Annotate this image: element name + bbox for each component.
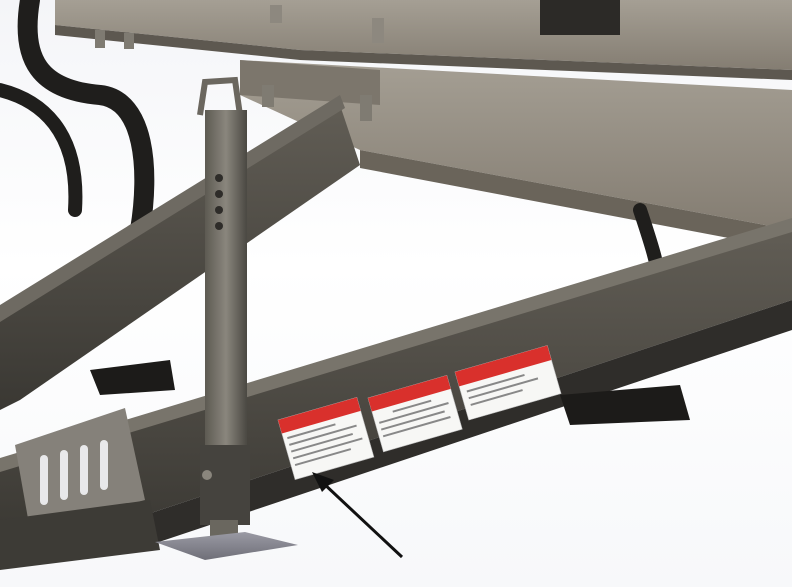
label-2-text-block-1 xyxy=(392,399,432,413)
jack-pin-hole-4 xyxy=(215,222,223,230)
diagonal-brace-left-top xyxy=(0,95,345,322)
bolt-1 xyxy=(95,30,105,48)
label-2-header xyxy=(368,375,451,412)
ground-shadow-2 xyxy=(560,385,690,425)
label-1-text-block-2 xyxy=(289,424,357,446)
label-1-text-block-5 xyxy=(294,448,352,466)
jack-upper-tube xyxy=(205,110,247,470)
deck-bracket xyxy=(240,60,380,105)
lower-left-frame xyxy=(0,500,160,570)
safety-label-1 xyxy=(277,397,375,480)
hose-2 xyxy=(0,83,83,217)
jack-pin-hole-2 xyxy=(215,190,223,198)
deck-rail-edge xyxy=(55,25,792,80)
deck-end-block xyxy=(540,0,620,35)
jack-lower-tube xyxy=(200,445,250,525)
bolt-6 xyxy=(262,85,274,107)
bolt-4 xyxy=(372,18,384,43)
label-3-text-block-2 xyxy=(468,377,539,400)
hitch-slot-4 xyxy=(100,440,108,490)
jack-pin-hole-3 xyxy=(215,206,223,214)
ground-shadow-1 xyxy=(90,360,175,395)
label-2-text-block-2 xyxy=(379,402,449,424)
label-2-text-block-4 xyxy=(382,416,451,438)
label-3-text-block-1 xyxy=(466,373,525,393)
jack-foot-plate xyxy=(155,532,298,560)
hose-1 xyxy=(17,0,155,240)
arrow-head xyxy=(312,472,334,492)
hitch-slot-2 xyxy=(60,450,68,500)
label-3-header xyxy=(455,345,552,387)
safety-label-2 xyxy=(367,375,463,453)
label-1-text-block-1 xyxy=(287,423,336,440)
hitch-slot-3 xyxy=(80,445,88,495)
main-frame-beam-bottom xyxy=(130,300,792,545)
deck-side-beam-shadow xyxy=(360,150,792,250)
label-1-text-block-4 xyxy=(292,437,363,460)
main-frame-beam-top xyxy=(0,218,792,472)
bolt-5 xyxy=(360,95,372,121)
jack-pin-hole-1 xyxy=(215,174,223,182)
bolt-3 xyxy=(270,5,282,23)
label-2-text-block-3 xyxy=(380,410,445,431)
jack-pin xyxy=(202,470,212,480)
safety-label-3 xyxy=(454,345,562,421)
arrow-shaft xyxy=(320,480,404,559)
hitch-slot-1 xyxy=(40,455,48,505)
label-3-text-block-3 xyxy=(470,389,523,406)
diagonal-brace-left xyxy=(0,105,360,410)
upper-deck xyxy=(55,0,792,250)
main-frame-beam xyxy=(0,230,792,545)
pointer-arrow xyxy=(312,472,404,559)
frame xyxy=(0,95,792,570)
bolt-2 xyxy=(124,33,134,49)
jack-handle xyxy=(197,76,243,116)
label-1-text-block-3 xyxy=(290,432,354,453)
jack-stand xyxy=(155,76,298,560)
label-1-header xyxy=(278,397,361,434)
